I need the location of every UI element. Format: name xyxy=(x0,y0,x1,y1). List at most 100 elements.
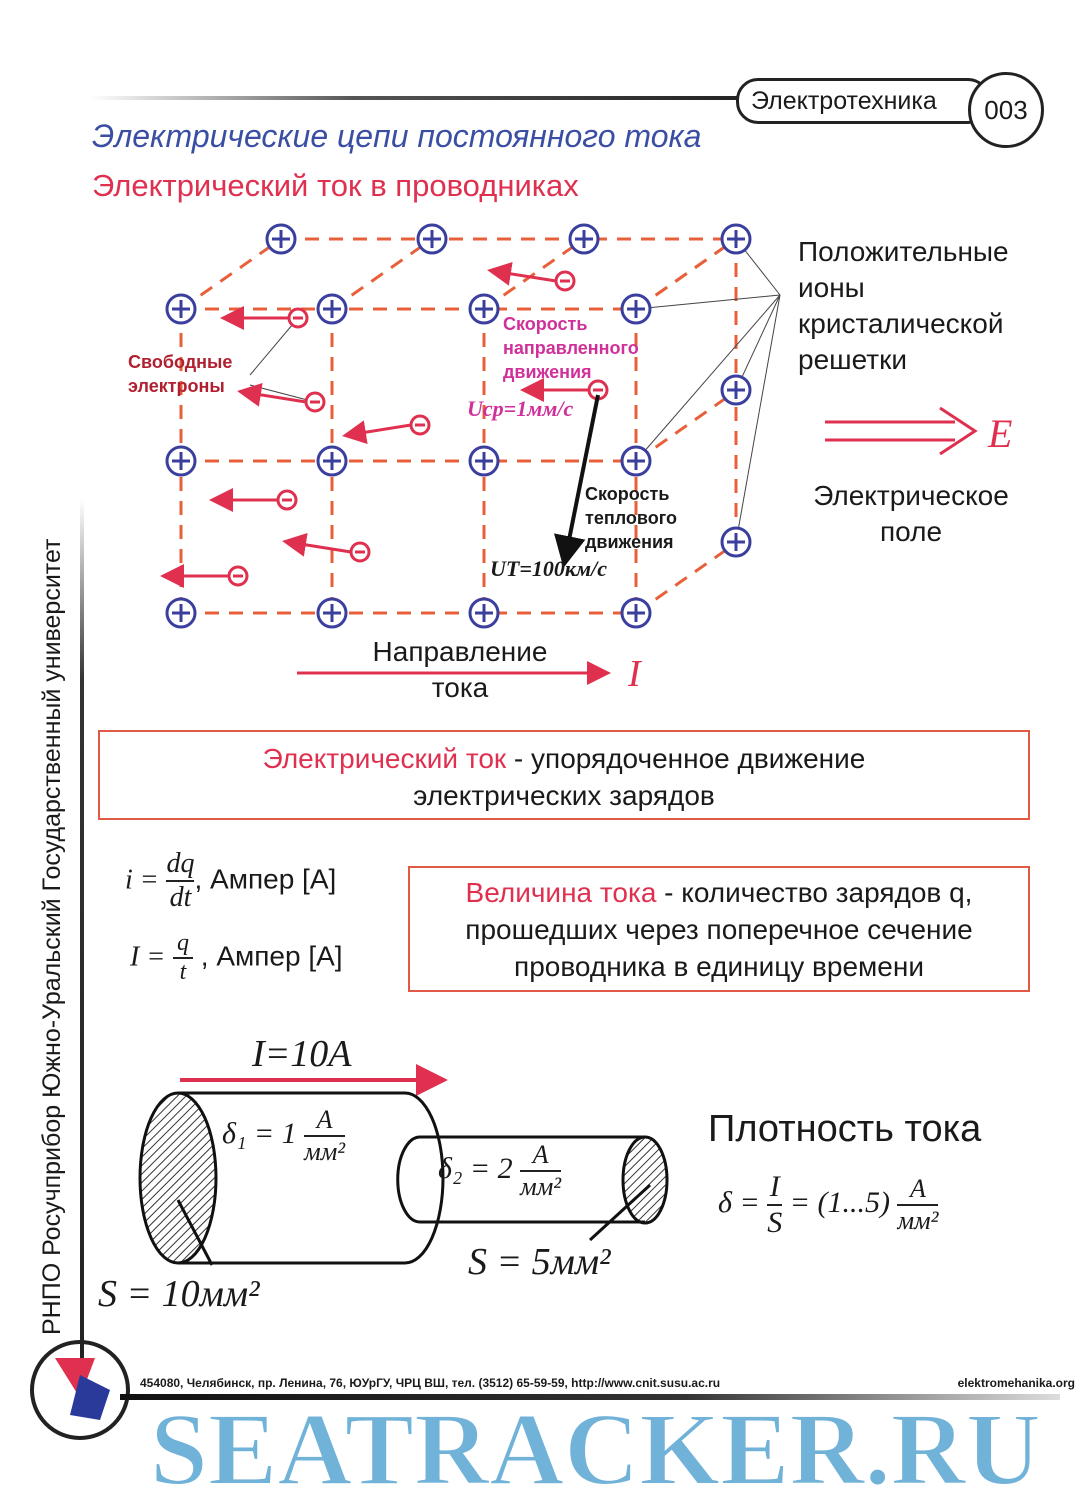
formula-average: I = q t , Ампер [А] xyxy=(130,930,343,986)
ion xyxy=(468,597,500,629)
formula-den: t xyxy=(179,959,187,985)
label-line: теплового xyxy=(585,508,677,528)
electron xyxy=(160,564,249,588)
ion-label-line: ионы xyxy=(798,272,865,303)
ion xyxy=(620,597,652,629)
electron xyxy=(342,414,431,445)
lattice-line xyxy=(635,541,737,615)
subject-tag: Электротехника xyxy=(736,78,990,124)
field-symbol: E xyxy=(988,411,1013,456)
drift-speed-value: Uср=1мм/с xyxy=(467,396,574,421)
density-den: S xyxy=(767,1206,783,1239)
ion-label: Положительные ионы кристалической решетк… xyxy=(798,234,1009,378)
formula-unit: , Ампер [А] xyxy=(193,940,343,972)
footer-address: 454080, Челябинск, пр. Ленина, 76, ЮУрГУ… xyxy=(140,1376,721,1390)
electron xyxy=(520,378,609,402)
topic-title: Электрический ток в проводниках xyxy=(92,168,579,203)
field-label: Электрическое поле xyxy=(798,478,1024,550)
ion xyxy=(165,293,197,325)
label-line: электроны xyxy=(128,376,225,396)
magnitude-text: - количество зарядов q, xyxy=(656,877,973,908)
page-number: 003 xyxy=(968,72,1044,148)
label-line: движения xyxy=(503,362,592,382)
footer-rule xyxy=(120,1394,1060,1400)
area-2: S = 5мм² xyxy=(468,1241,611,1283)
density-formula: δ = I S = (1...5) A мм² xyxy=(718,1170,939,1240)
electron xyxy=(220,306,309,330)
label-line: Скорость xyxy=(503,314,588,334)
lattice-line xyxy=(483,237,585,311)
electron xyxy=(282,532,371,563)
electron xyxy=(237,382,326,413)
definition-text: электрических зарядов xyxy=(413,780,715,811)
formula-lhs: I = xyxy=(130,941,166,973)
density-1: δ₁ = 1 A мм² xyxy=(222,1105,346,1167)
density-value: δ₂ = 2 xyxy=(438,1151,513,1185)
formula-unit: , Ампер [А] xyxy=(194,863,337,895)
formula-num: dq xyxy=(166,848,195,882)
ion xyxy=(316,597,348,629)
side-rule xyxy=(80,500,84,1400)
ions xyxy=(165,223,752,629)
label-line: движения xyxy=(585,532,674,552)
pointer-line xyxy=(249,317,299,376)
section-title: Электрические цепи постоянного тока xyxy=(92,118,702,154)
density-lhs: δ = xyxy=(718,1185,760,1219)
electrons xyxy=(160,261,609,588)
ion xyxy=(165,597,197,629)
formula-instant: i = dq dt , Ампер [А] xyxy=(125,848,336,914)
density-num: I xyxy=(767,1170,783,1206)
current-label: Направление тока xyxy=(355,634,565,706)
area-1: S = 10мм² xyxy=(98,1273,260,1315)
density-range: = (1...5) xyxy=(789,1185,890,1219)
unit-num: A xyxy=(520,1140,562,1172)
university-logo xyxy=(30,1340,130,1440)
ion xyxy=(720,526,752,558)
thermal-speed-label: Скорость теплового движения xyxy=(585,482,677,554)
pointer-line xyxy=(635,294,781,462)
lattice-line xyxy=(331,237,433,311)
unit-den: мм² xyxy=(897,1206,939,1235)
pointer-line xyxy=(735,294,781,543)
unit-den: мм² xyxy=(304,1137,346,1166)
site-credit: elektromehanika.org xyxy=(957,1376,1075,1390)
magnitude-term: Величина тока xyxy=(465,877,657,908)
density-title: Плотность тока xyxy=(708,1108,982,1150)
label-line: поле xyxy=(879,516,943,547)
lattice-lines xyxy=(179,237,738,615)
electron xyxy=(209,488,298,512)
unit-num: A xyxy=(897,1174,939,1206)
ion xyxy=(165,445,197,477)
ion xyxy=(316,445,348,477)
formula-den: dt xyxy=(169,882,192,913)
conductor-current: I=10A xyxy=(252,1033,352,1075)
ion-label-line: решетки xyxy=(798,344,907,375)
definition-term: Электрический ток xyxy=(262,743,507,774)
drift-speed-label: Скорость направленного движения xyxy=(503,312,639,384)
density-value: δ₁ = 1 xyxy=(222,1116,297,1150)
watermark: SEATRACKER.RU xyxy=(149,1392,1042,1507)
label-line: тока xyxy=(431,672,489,703)
pointer-line xyxy=(635,294,781,310)
lattice-line xyxy=(635,237,737,311)
lattice-line xyxy=(635,389,737,463)
header-rule xyxy=(90,96,750,100)
label-line: Направление xyxy=(372,636,548,667)
ion xyxy=(568,223,600,255)
definition-text: - упорядоченное движение xyxy=(506,743,866,774)
thermal-velocity-arrow xyxy=(554,394,600,568)
definition-box: Электрический ток - упорядоченное движен… xyxy=(98,730,1030,820)
ion-label-line: Положительные xyxy=(798,236,1009,267)
magnitude-text: проводника в единицу времени xyxy=(514,951,924,982)
label-line: направленного xyxy=(503,338,639,358)
ion xyxy=(416,223,448,255)
label-line: Свободные xyxy=(128,352,233,372)
free-electrons-label: Свободные электроны xyxy=(128,350,232,398)
electron xyxy=(487,261,576,292)
ion xyxy=(265,223,297,255)
ion xyxy=(316,293,348,325)
ion xyxy=(620,293,652,325)
label-line: Электрическое xyxy=(813,480,1009,511)
ion-label-line: кристалической xyxy=(798,308,1004,339)
